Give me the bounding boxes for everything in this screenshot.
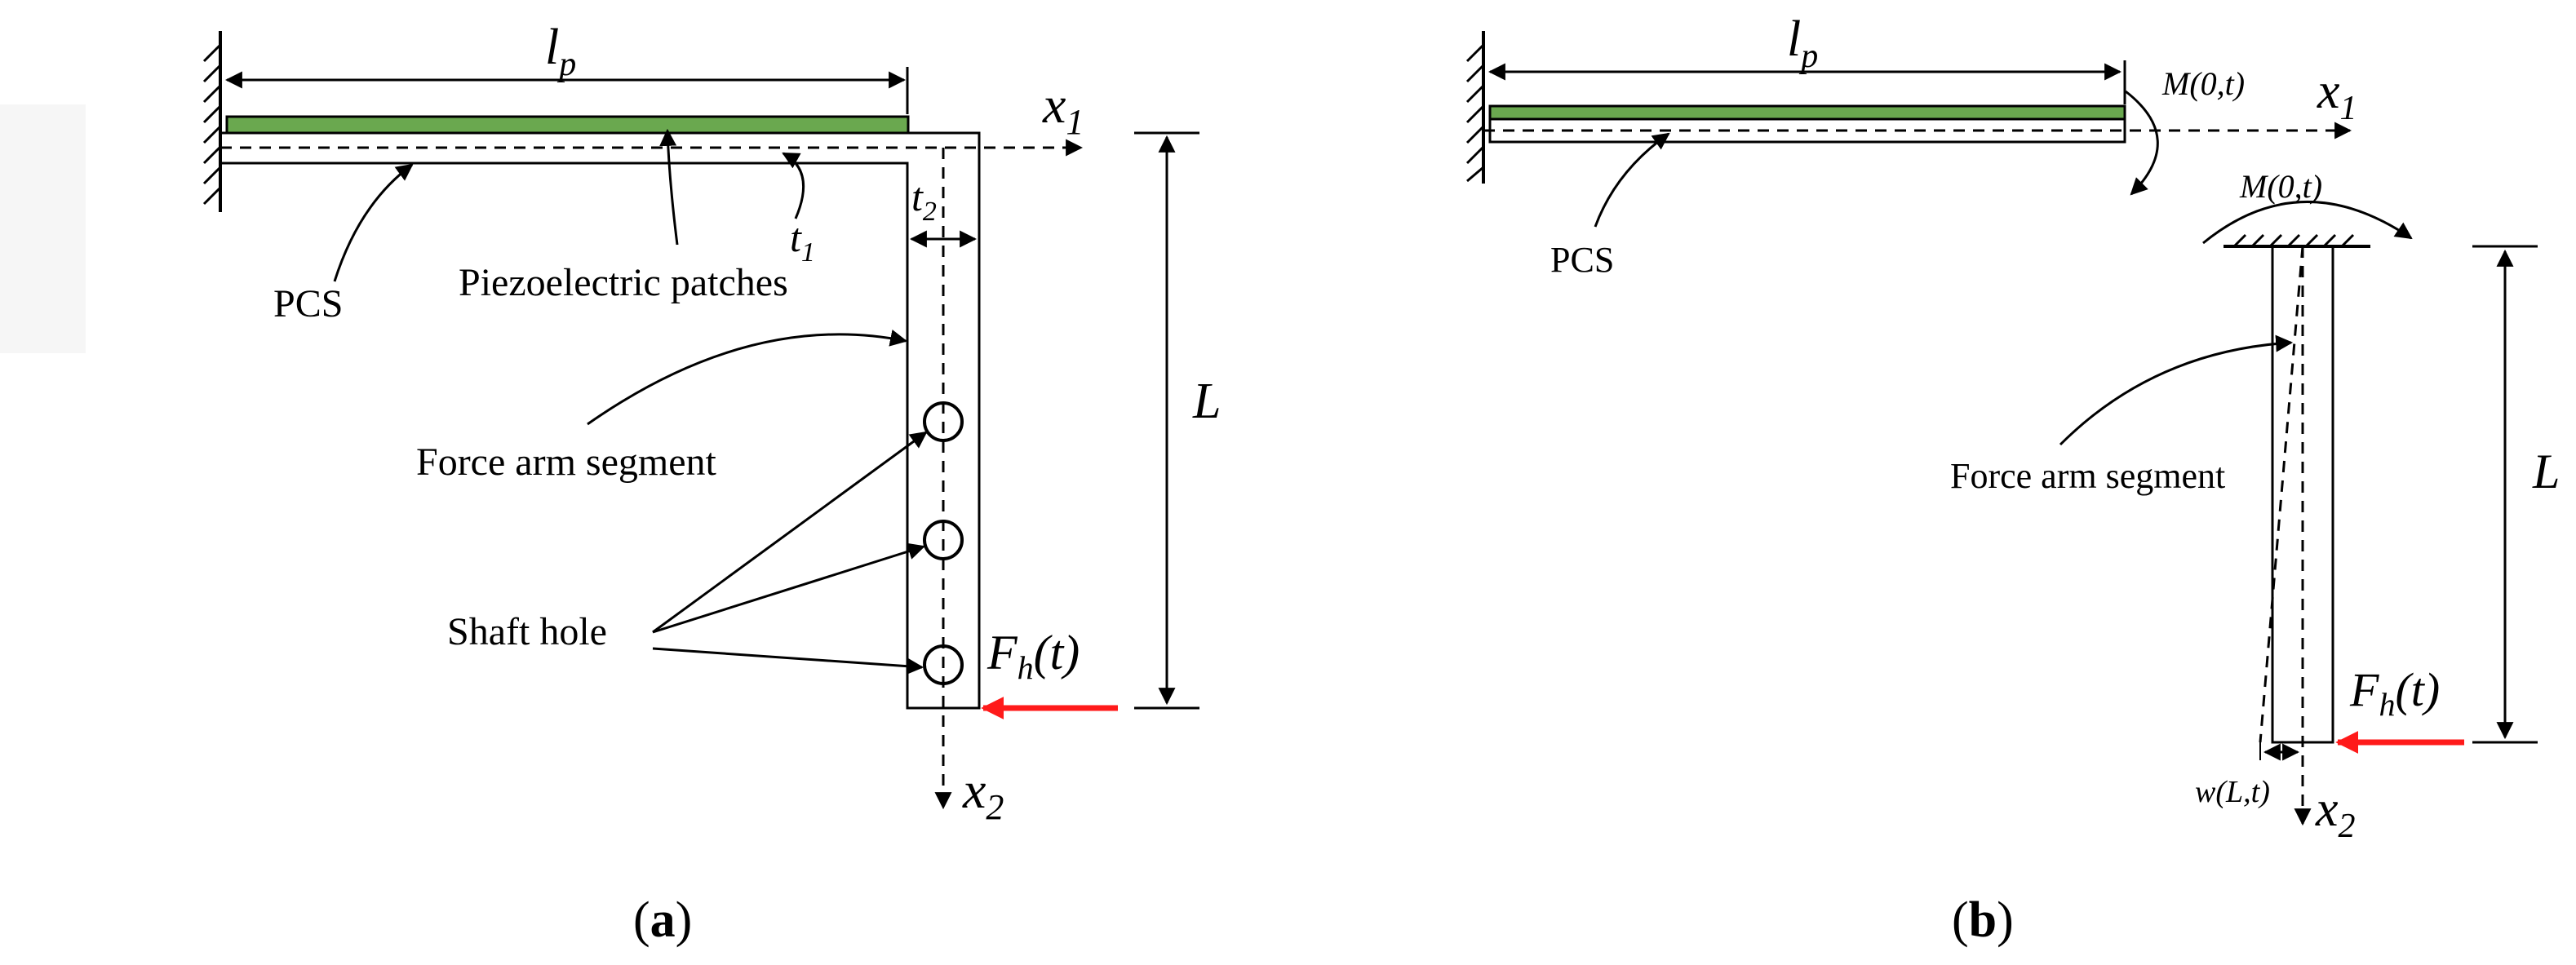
piezo-leader-a — [659, 128, 679, 246]
shaft-hole-3 — [923, 644, 964, 685]
t1-leader-a — [782, 152, 805, 219]
hole-leader-3 — [652, 647, 924, 675]
caption-a: (a) — [633, 892, 692, 948]
L-label-b: L — [2532, 445, 2560, 498]
margin-shade — [0, 104, 86, 353]
force-arm-leader-b — [2059, 334, 2294, 446]
pcs-label-b: PCS — [1550, 240, 1614, 280]
force-arm-label-b: Force arm segment — [1950, 456, 2225, 496]
panel-b: lp x1 x2 M(0,t) M(0,t) L Fh(t) w(L,t) PC… — [1465, 11, 2560, 845]
force-label-b: Fh(t) — [2349, 663, 2440, 723]
deflected-axis-b — [2259, 246, 2304, 743]
x2-label-a: x2 — [962, 761, 1004, 827]
wall-support-b — [1465, 31, 1485, 184]
L-label-a: L — [1192, 374, 1221, 429]
x1-label-b: x1 — [2317, 64, 2357, 127]
wall-support-a — [202, 31, 222, 212]
x1-label-a: x1 — [1042, 76, 1084, 142]
deflection-label-b: w(L,t) — [2195, 775, 2270, 809]
x2-label-b: x2 — [2315, 781, 2356, 845]
hole-leader-1 — [652, 431, 928, 634]
shaft-hole-2 — [923, 520, 964, 560]
hole-leader-2 — [652, 542, 926, 634]
shaft-hole-label-a: Shaft hole — [447, 610, 607, 653]
pcs-leader-b — [1594, 132, 1670, 228]
moment-arc-root — [2202, 201, 2413, 245]
pcs-leader-a — [333, 163, 414, 282]
shaft-hole-1 — [923, 401, 964, 442]
t1-label-a: t1 — [790, 215, 815, 268]
t2-label-a: t2 — [911, 174, 937, 227]
panel-a: lp x1 x2 L t1 t2 Fh(t) PCS Piezoelectric… — [202, 20, 1221, 827]
force-label-a: Fh(t) — [987, 626, 1080, 686]
moment-label-tip: M(0,t) — [2161, 65, 2245, 102]
piezo-patch-a — [225, 115, 910, 135]
piezo-patch-b — [1488, 104, 2126, 121]
lp-label-a: lp — [545, 20, 576, 83]
force-arm-leader-a — [587, 330, 908, 426]
moment-arc-tip — [2125, 90, 2159, 196]
moment-label-root: M(0,t) — [2239, 168, 2322, 205]
piezo-label-a: Piezoelectric patches — [459, 261, 788, 304]
lp-label-b: lp — [1787, 11, 1818, 75]
force-arm-label-a: Force arm segment — [416, 440, 717, 484]
pcs-label-a: PCS — [273, 282, 343, 325]
caption-b: (b) — [1952, 892, 2014, 948]
